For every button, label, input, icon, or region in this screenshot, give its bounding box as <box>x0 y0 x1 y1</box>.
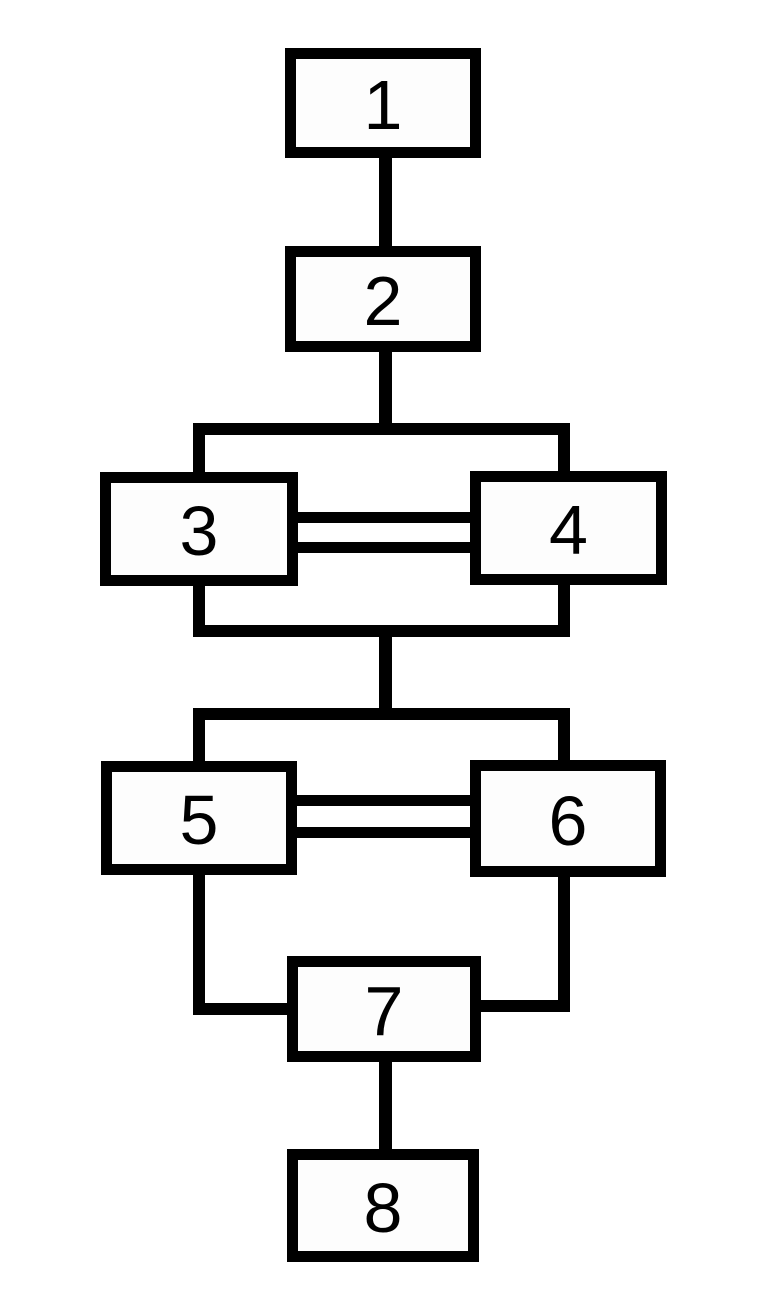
branch-rail-top-5-6 <box>193 708 570 720</box>
node-4-label: 4 <box>549 491 588 569</box>
node-3-label: 3 <box>179 492 219 570</box>
node-2-label: 2 <box>363 262 403 340</box>
node-5-label: 5 <box>179 781 219 859</box>
branch-drop-to-5 <box>193 714 205 768</box>
edge-6-7-horizontal <box>474 1000 570 1012</box>
node-7: 7 <box>287 956 481 1062</box>
node-6-label: 6 <box>548 781 588 860</box>
edge-3-4-double-line-top <box>294 512 476 523</box>
branch-drop-to-4 <box>558 430 570 479</box>
node-3: 3 <box>100 472 298 586</box>
node-1: 1 <box>285 48 481 158</box>
node-5: 5 <box>101 761 297 875</box>
branch-drop-to-6 <box>558 714 570 767</box>
edge-3-4-double-line-bottom <box>294 542 476 553</box>
merge-drop-from-3 <box>193 580 205 632</box>
branch-drop-to-3 <box>193 430 205 480</box>
edge-1-2-vertical <box>379 150 392 252</box>
node-1-label: 1 <box>363 66 403 144</box>
merge-drop-from-4 <box>558 579 570 632</box>
node-8: 8 <box>287 1149 479 1262</box>
branch-rail-top-3-4 <box>193 423 570 435</box>
edge-5-7-vertical <box>193 869 205 1015</box>
edge-34-to-56-stem <box>379 630 392 715</box>
edge-2-branch-stem <box>379 348 392 430</box>
node-2: 2 <box>285 246 481 352</box>
edge-5-7-horizontal <box>193 1003 294 1015</box>
edge-5-6-double-line-bottom <box>294 827 476 838</box>
node-7-label: 7 <box>364 972 404 1050</box>
node-4: 4 <box>470 471 667 585</box>
edge-6-7-vertical <box>558 871 570 1012</box>
node-6: 6 <box>470 760 666 877</box>
edge-5-6-double-line-top <box>294 795 476 806</box>
node-8-label: 8 <box>363 1168 403 1247</box>
edge-7-8-vertical <box>379 1056 392 1156</box>
